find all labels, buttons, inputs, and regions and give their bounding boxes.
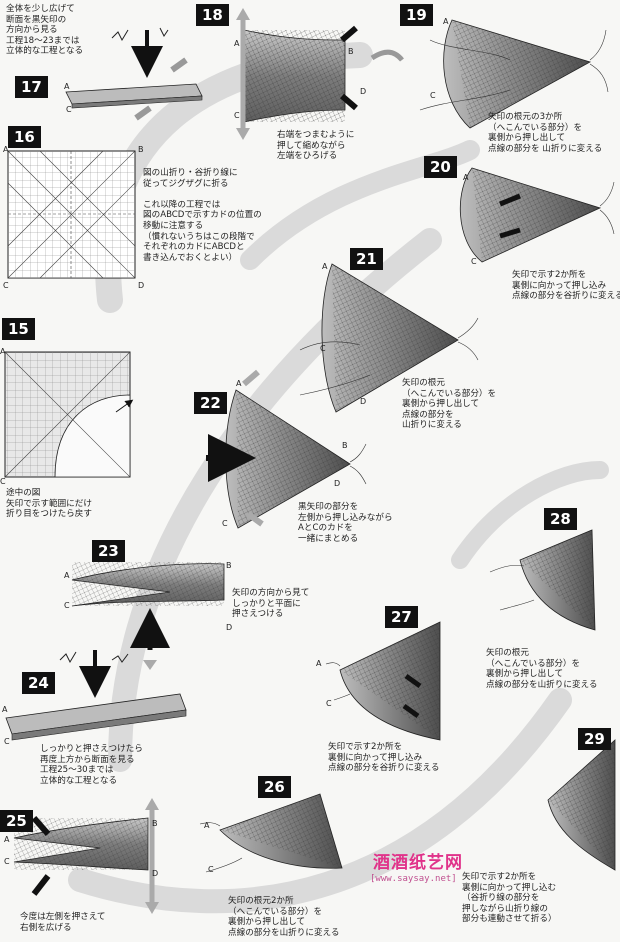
label-a: A [234, 39, 240, 48]
step-21-badge: 21 [350, 248, 383, 270]
step22-diagram [206, 369, 367, 529]
step-19-note: 矢印の根元の3か所 （へこんでいる部分）を 裏側から押し出して 点線の部分を 山… [488, 112, 603, 154]
label-d: D [226, 623, 233, 632]
step18-diagram [236, 8, 404, 140]
label-c: C [4, 857, 10, 866]
step-28-badge: 28 [544, 508, 577, 530]
label-a: A [204, 821, 210, 830]
label-c: C [4, 737, 10, 746]
label-c: C [326, 699, 332, 708]
label-c: C [208, 865, 214, 874]
step-29-badge: 29 [578, 728, 611, 750]
watermark-title: 酒酒纸艺网 [373, 853, 463, 873]
label-c: C [234, 111, 240, 120]
step-17-badge: 17 [15, 76, 48, 98]
step28-diagram [489, 529, 596, 631]
label-a: A [316, 659, 322, 668]
step-20-note: 矢印で示す2か所を 裏側に向かって押し込み 点線の部分を谷折りに変える [512, 270, 620, 302]
step-25-badge: 25 [0, 810, 33, 832]
step16-crease-pattern [7, 150, 136, 279]
label-a: A [463, 173, 469, 182]
label-c: C [3, 281, 9, 290]
step19-diagram [419, 19, 609, 129]
step21-diagram [299, 263, 479, 413]
step23-diagram [71, 562, 225, 670]
step-20-badge: 20 [424, 156, 457, 178]
step-27-note: 矢印で示す2か所を 裏側に向かって押し込み 点線の部分を谷折りに変える [328, 742, 440, 774]
label-a: A [64, 571, 70, 580]
step25-diagram [13, 798, 159, 914]
step-24-note: しっかりと押さえつけたら 再度上方から断面を見る 工程25～30までは 立体的な… [40, 744, 143, 786]
step-15-note: 途中の図 矢印で示す範囲にだけ 折り目をつけたら戻す [6, 488, 92, 520]
label-c: C [222, 519, 228, 528]
step-27-badge: 27 [385, 606, 418, 628]
step-25-note: 今度は左側を押さえて 右側を広げる [20, 912, 106, 933]
label-a: A [64, 82, 70, 91]
label-c: C [64, 601, 70, 610]
step17-diagram [65, 27, 203, 121]
label-c: C [320, 344, 326, 353]
label-d: D [360, 87, 367, 96]
label-c: C [66, 105, 72, 114]
label-b: B [226, 561, 232, 570]
step-26-note: 矢印の根元2か所 （へこんでいる部分）を 裏側から押し出して 点線の部分を山折り… [228, 896, 340, 938]
label-d: D [138, 281, 145, 290]
label-d: D [152, 869, 159, 878]
step-18-badge: 18 [196, 4, 229, 26]
label-b: B [152, 819, 158, 828]
step29-diagram [547, 739, 616, 871]
step-29-note: 矢印で示す2か所を 裏側に向かって押し込む （谷折り線の部分を 押しながら山折り… [462, 872, 557, 925]
label-b: B [348, 47, 354, 56]
label-b: B [138, 145, 144, 154]
step-18-note: 右端をつまむように 押して縮めながら 左端をひろげる [277, 130, 355, 162]
label-a: A [443, 17, 449, 26]
watermark-url: [www.saysay.net] [370, 874, 457, 884]
label-c: C [430, 91, 436, 100]
label-a: A [236, 379, 242, 388]
label-d: D [360, 397, 367, 406]
step-24-badge: 24 [22, 672, 55, 694]
step-15-badge: 15 [2, 318, 35, 340]
label-a: A [4, 835, 10, 844]
step-22-note: 黒矢印の部分を 左側から押し込みながら AとCのカドを 一緒にまとめる [298, 502, 393, 544]
step-21-note: 矢印の根元 （へこんでいる部分）を 裏側から押し出して 点線の部分を 山折りに変… [402, 378, 497, 431]
step-23-note: 矢印の方向から見て しっかりと平面に 押さえつける [232, 588, 310, 620]
step24-diagram [5, 650, 187, 741]
label-a: A [322, 262, 328, 271]
label-c: C [471, 257, 477, 266]
step-28-note: 矢印の根元 （へこんでいる部分）を 裏側から押し出して 点線の部分を山折りに変え… [486, 648, 598, 690]
step-19-badge: 19 [400, 4, 433, 26]
step27-diagram [325, 621, 441, 741]
step-16-badge: 16 [8, 126, 41, 148]
label-a: A [3, 145, 9, 154]
label-d: D [334, 479, 341, 488]
label-b: B [342, 441, 348, 450]
step-26-badge: 26 [258, 776, 291, 798]
step-16-note: 図の山折り・谷折り線に 従ってジグザグに折る これ以降の工程では 図のABCDで… [143, 168, 262, 263]
step-22-badge: 22 [194, 392, 227, 414]
step20-diagram [459, 167, 615, 263]
label-a: A [2, 705, 8, 714]
step26-diagram [199, 793, 343, 873]
step-23-badge: 23 [92, 540, 125, 562]
label-c: C [0, 477, 6, 486]
step15-diagram [4, 351, 134, 478]
step-17-note: 全体を少し広げて 断面を黒矢印の 方向から見る 工程18～23までは 立体的な工… [6, 4, 84, 57]
label-a: A [0, 347, 6, 356]
